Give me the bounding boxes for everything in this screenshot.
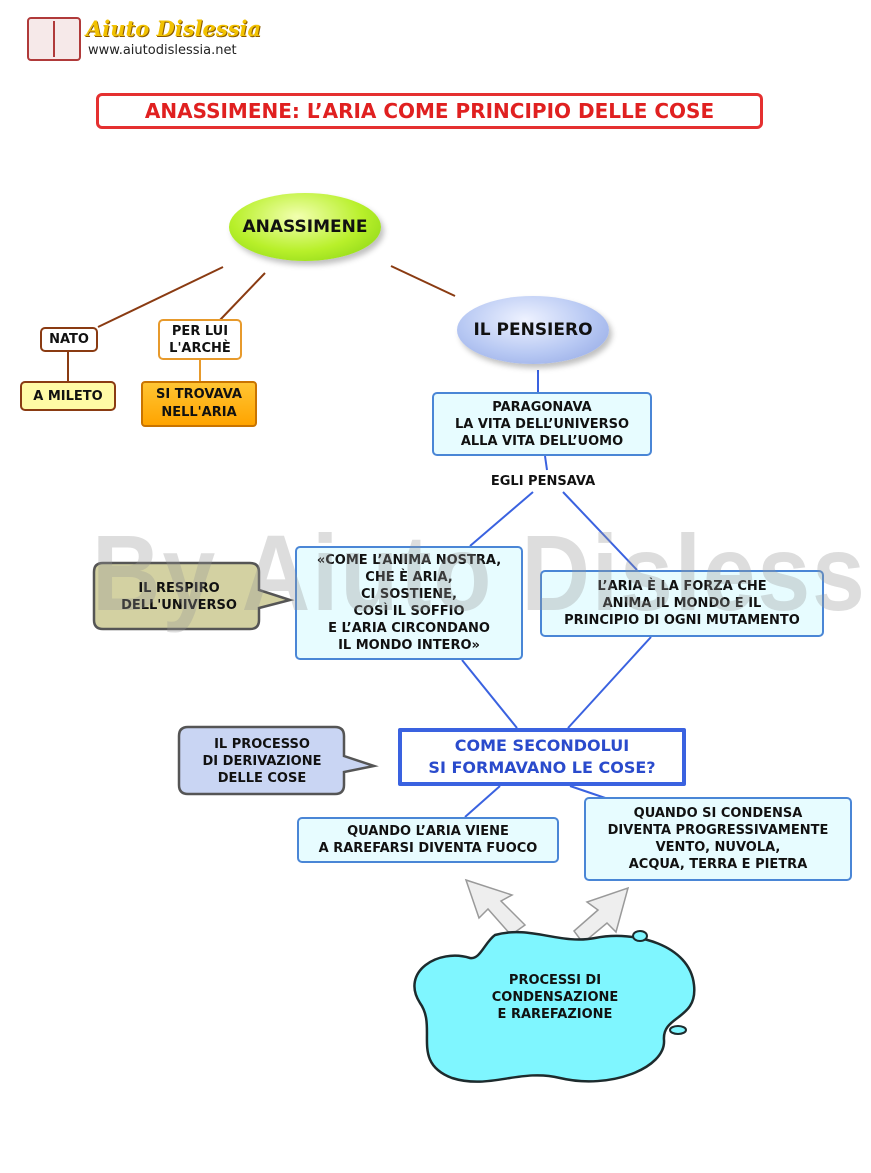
cloud-drop-1 (632, 930, 648, 942)
callout-processo-shape (177, 725, 379, 796)
callout-processo-derivazione: IL PROCESSO DI DERIVAZIONE DELLE COSE (202, 736, 322, 786)
node-per-lui-arche: PER LUI L'ARCHÈ (158, 319, 242, 360)
node-nato: NATO (40, 327, 98, 352)
cloud-drop-2 (669, 1025, 687, 1035)
node-anassimene: ANASSIMENE (229, 193, 381, 261)
node-citazione: «COME L’ANIMA NOSTRA, CHE È ARIA, CI SOS… (295, 546, 523, 660)
node-rarefarsi-fuoco: QUANDO L’ARIA VIENE A RAREFARSI DIVENTA … (297, 817, 559, 863)
connector-egli-citazione (469, 491, 534, 547)
logo-url: www.aiutodislessia.net (88, 43, 237, 58)
node-si-trovava-aria: SI TROVAVA NELL'ARIA (141, 381, 257, 427)
connector-anassimene-arche (219, 272, 266, 321)
connector-paragonava-egli (544, 455, 548, 471)
cloud-shape (413, 930, 696, 1083)
node-come-si-formavano: COME SECONDOLUI SI FORMAVANO LE COSE? (398, 728, 686, 786)
node-aria-forza: L’ARIA È LA FORZA CHE ANIMA IL MONDO E I… (540, 570, 824, 637)
node-paragonava: PARAGONAVA LA VITA DELL’UNIVERSO ALLA VI… (432, 392, 652, 456)
callout-respiro-shape (92, 561, 295, 631)
node-il-pensiero: IL PENSIERO (457, 296, 609, 364)
logo-name: Aiuto Dislessia (86, 16, 262, 41)
node-condensa: QUANDO SI CONDENSA DIVENTA PROGRESSIVAME… (584, 797, 852, 881)
page-title: ANASSIMENE: L’ARIA COME PRINCIPIO DELLE … (96, 93, 763, 129)
label-processi: PROCESSI DI CONDENSAZIONE E RAREFAZIONE (491, 972, 619, 1022)
callout-respiro-universo: IL RESPIRO DELL'UNIVERSO (121, 581, 237, 613)
connector-anassimene-pensiero (390, 265, 456, 297)
node-a-mileto: A MILETO (20, 381, 116, 411)
arrow-up-left-icon (464, 878, 527, 937)
connector-anassimene-nato (97, 266, 224, 328)
connector-aria-forza-domanda (567, 636, 652, 729)
arrow-up-right-icon (572, 886, 630, 945)
logo-book-icon (27, 17, 81, 61)
connector-citazione-domanda (461, 659, 518, 729)
connector-domanda-fuoco (464, 785, 501, 818)
connector-egli-aria-forza (562, 491, 638, 571)
label-egli-pensava: EGLI PENSAVA (490, 473, 596, 489)
